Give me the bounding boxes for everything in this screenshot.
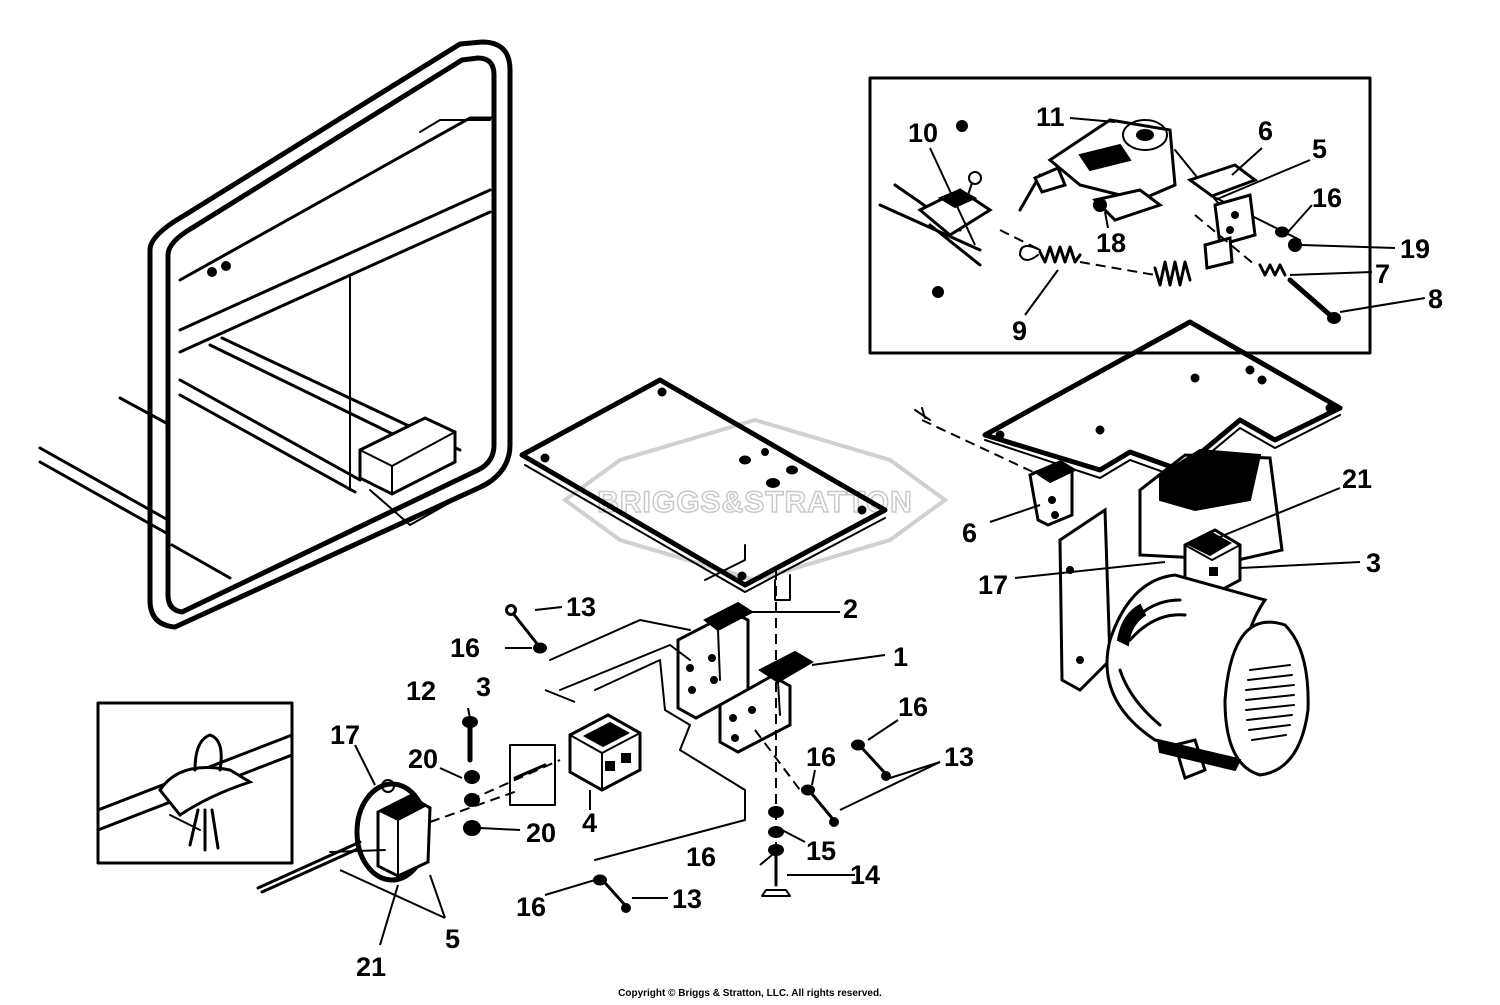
callout-5: 5 <box>445 924 460 954</box>
callout-2: 2 <box>843 594 858 624</box>
nut-part-20 <box>463 820 481 836</box>
bracket-part-6-right <box>1028 460 1078 527</box>
callout-4: 4 <box>582 808 597 838</box>
plate-part-4 <box>509 744 556 806</box>
callout-8: 8 <box>1428 284 1443 314</box>
screw-part-12 <box>462 716 480 784</box>
callout-6-right: 6 <box>962 518 977 548</box>
inset-detail-clip <box>96 701 294 865</box>
callout-16-left: 16 <box>450 633 480 663</box>
callout-16-lower: 16 <box>686 842 716 872</box>
callout-7: 7 <box>1375 259 1390 289</box>
callout-5-inset: 5 <box>1312 134 1327 164</box>
receptacle-part-3 <box>568 713 642 792</box>
callout-labels: 1 2 3 3 4 5 5 6 6 7 8 9 10 11 12 13 13 1… <box>330 102 1443 982</box>
bracket-part-1 <box>718 650 814 754</box>
generator-alternator <box>1058 448 1310 781</box>
callout-9: 9 <box>1012 316 1027 346</box>
control-panel-plate <box>914 319 1343 481</box>
watermark: BRIGGS&STRATTON <box>561 417 949 583</box>
callout-17-right: 17 <box>978 570 1008 600</box>
callout-18: 18 <box>1096 228 1126 258</box>
callout-17-left: 17 <box>330 720 360 750</box>
callout-21-right: 21 <box>1342 464 1372 494</box>
callout-1: 1 <box>893 642 908 672</box>
callout-11: 11 <box>1036 102 1065 132</box>
callout-15: 15 <box>806 836 836 866</box>
callout-3: 3 <box>476 672 491 702</box>
callout-13-right: 13 <box>944 742 974 772</box>
copyright-notice: Copyright © Briggs & Stratton, LLC. All … <box>618 988 882 999</box>
wire-path <box>594 659 746 861</box>
callout-14: 14 <box>850 860 880 890</box>
callout-21-left: 21 <box>356 952 386 982</box>
leader-lines <box>339 117 1426 946</box>
inset-detail-governor <box>868 76 1372 355</box>
hardware-stack <box>505 570 891 913</box>
callout-12: 12 <box>406 676 436 706</box>
callout-16-bottom: 16 <box>516 892 546 922</box>
callout-20-top: 20 <box>408 744 438 774</box>
mounting-plate <box>519 377 888 601</box>
callout-3-right: 3 <box>1366 548 1381 578</box>
callout-13-top: 13 <box>566 592 596 622</box>
callout-16-inset: 16 <box>1312 183 1342 213</box>
callout-6-inset: 6 <box>1258 116 1273 146</box>
callout-13-bottom: 13 <box>672 884 702 914</box>
watermark-text: BRIGGS&STRATTON <box>597 486 913 519</box>
callout-20-bottom: 20 <box>526 818 556 848</box>
callout-19: 19 <box>1400 234 1430 264</box>
callout-16-right: 16 <box>898 692 928 722</box>
outlet-part-17-21 <box>256 779 521 894</box>
callout-10: 10 <box>908 118 938 148</box>
callout-16-mid: 16 <box>806 742 836 772</box>
generator-frame <box>38 39 513 630</box>
